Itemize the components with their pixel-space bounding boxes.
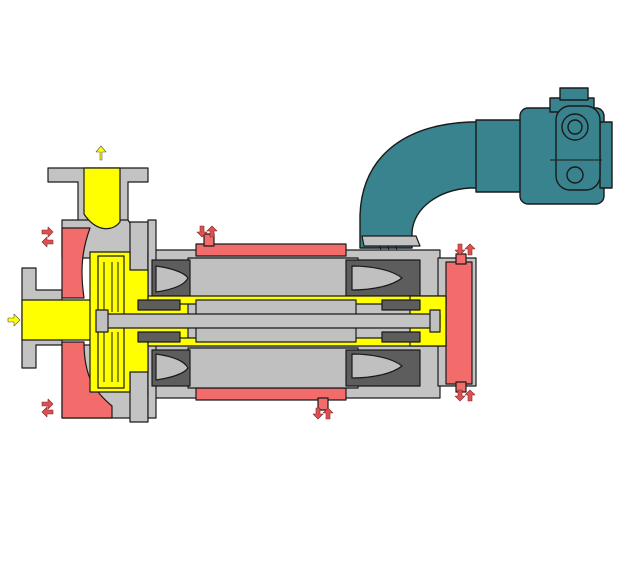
- stator-windings: [151, 259, 421, 387]
- impeller: [97, 255, 125, 389]
- suction-flow-arrow: [7, 313, 21, 327]
- terminal-box: [475, 87, 613, 205]
- cable-conduit: [359, 121, 479, 273]
- coolant-rear-bottom-arrow: [454, 389, 476, 402]
- coolant-jacket-top-arrow: [196, 225, 218, 238]
- stator: [187, 257, 359, 389]
- coolant-jacket-bottom-arrow: [312, 407, 334, 420]
- discharge-flow-arrow: [95, 145, 107, 161]
- coolant-casing-bottom-arrow: [41, 398, 54, 418]
- volute-cooling-chamber-top: [61, 227, 91, 299]
- shaft: [95, 309, 441, 333]
- coolant-casing-top-arrow: [41, 226, 54, 248]
- bearings: [137, 299, 421, 343]
- coolant-rear-top-arrow: [454, 243, 476, 256]
- suction-inlet: [21, 299, 93, 341]
- discharge-outlet: [83, 167, 121, 230]
